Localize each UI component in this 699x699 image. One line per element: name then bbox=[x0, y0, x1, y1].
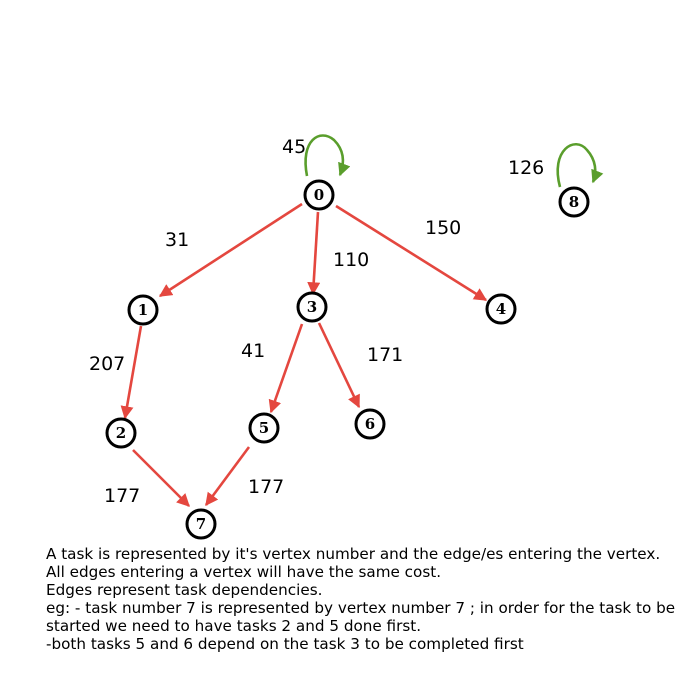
weight-label-vertex-2: 207 bbox=[89, 353, 125, 375]
vertex-5: 5 bbox=[248, 412, 280, 444]
weight-labels: 45 31 207 110 150 41 171 177 177 126 bbox=[89, 136, 544, 507]
weight-label-vertex-5: 41 bbox=[241, 340, 265, 362]
vertex-6: 6 bbox=[354, 408, 386, 440]
weight-label-vertex-0: 45 bbox=[282, 136, 306, 158]
vertex-4: 4 bbox=[485, 293, 517, 325]
vertex-1-circle bbox=[127, 294, 159, 326]
vertex-3-label: 3 bbox=[307, 298, 317, 316]
note-line: Edges represent task dependencies. bbox=[46, 581, 323, 599]
edges bbox=[120, 134, 604, 507]
vertex-6-circle bbox=[354, 408, 386, 440]
vertex-2-circle bbox=[105, 417, 137, 449]
weight-label-vertex-7-left: 177 bbox=[104, 485, 140, 507]
edge-1-2 bbox=[120, 325, 143, 420]
weight-label-vertex-7-right: 177 bbox=[248, 476, 284, 498]
vertex-4-circle bbox=[485, 293, 517, 325]
vertex-3: 3 bbox=[296, 291, 328, 323]
vertex-0-circle bbox=[303, 179, 335, 211]
note-line: -both tasks 5 and 6 depend on the task 3… bbox=[46, 635, 524, 653]
edge-8-8 bbox=[556, 143, 604, 188]
edge-3-5 bbox=[268, 323, 304, 414]
vertex-8-circle bbox=[558, 186, 590, 218]
nodes: 0 1 2 3 4 5 6 7 bbox=[105, 179, 590, 540]
explanation-notes: A task is represented by it's vertex num… bbox=[46, 545, 686, 653]
vertex-8-label: 8 bbox=[569, 193, 579, 211]
edge-0-4 bbox=[335, 204, 488, 302]
weight-label-vertex-4: 150 bbox=[425, 217, 461, 239]
edge-0-3 bbox=[307, 211, 321, 296]
edge-2-7 bbox=[132, 449, 190, 507]
vertex-2-label: 2 bbox=[116, 424, 126, 442]
vertex-1-label: 1 bbox=[138, 301, 148, 319]
vertex-5-circle bbox=[248, 412, 280, 444]
vertex-2: 2 bbox=[105, 417, 137, 449]
weight-label-vertex-8: 126 bbox=[508, 157, 544, 179]
vertex-0: 0 bbox=[303, 179, 335, 211]
vertex-5-label: 5 bbox=[259, 419, 269, 437]
weight-label-vertex-6: 171 bbox=[367, 344, 403, 366]
vertex-1: 1 bbox=[127, 294, 159, 326]
weight-label-vertex-1: 31 bbox=[165, 229, 189, 251]
vertex-0-label: 0 bbox=[314, 186, 324, 204]
vertex-8: 8 bbox=[558, 186, 590, 218]
vertex-7-label: 7 bbox=[196, 515, 206, 533]
edge-3-6 bbox=[317, 322, 361, 409]
note-line: All edges entering a vertex will have th… bbox=[46, 563, 442, 581]
edge-0-1 bbox=[158, 202, 303, 298]
edge-5-7 bbox=[204, 446, 251, 507]
vertex-3-circle bbox=[296, 291, 328, 323]
note-line: eg: - task number 7 is represented by ve… bbox=[46, 599, 676, 635]
weight-label-vertex-3: 110 bbox=[333, 249, 369, 271]
edge-0-0 bbox=[304, 134, 351, 177]
note-line: A task is represented by it's vertex num… bbox=[46, 545, 661, 563]
vertex-7-circle bbox=[185, 508, 217, 540]
vertex-6-label: 6 bbox=[365, 415, 375, 433]
vertex-4-label: 4 bbox=[496, 300, 506, 318]
vertex-7: 7 bbox=[185, 508, 217, 540]
